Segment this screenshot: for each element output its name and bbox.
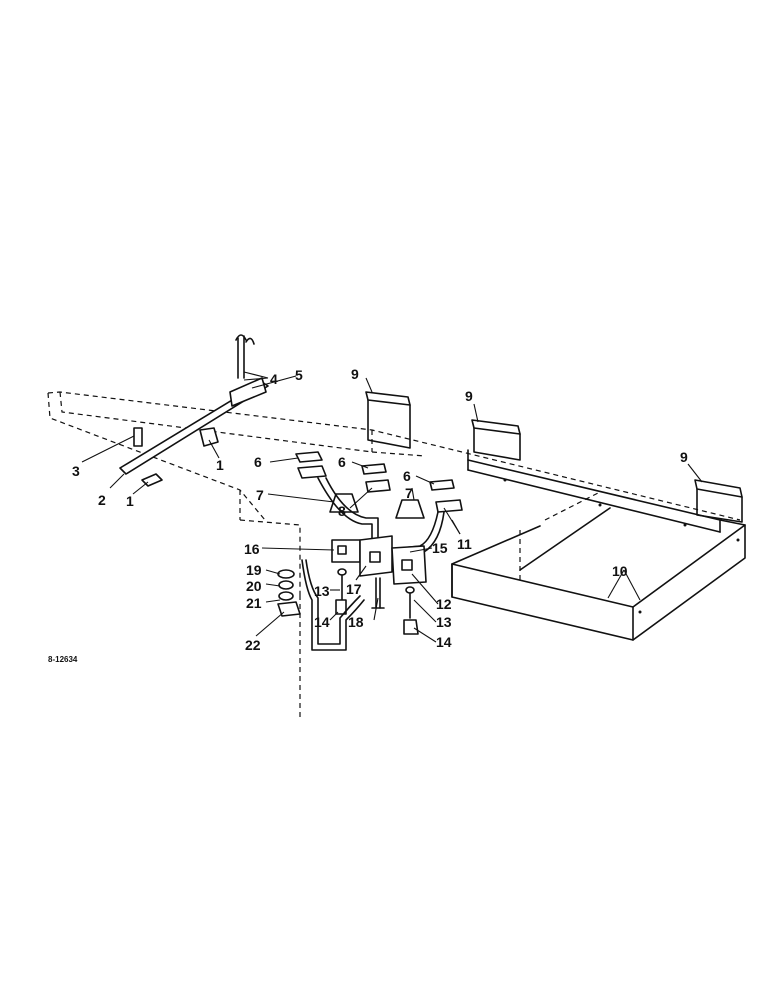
callout-2: 2 (98, 492, 106, 508)
callout-9c: 9 (680, 449, 688, 465)
callout-1b: 1 (216, 457, 224, 473)
drawing-reference-number: 8-12634 (48, 655, 78, 664)
callout-11: 11 (457, 536, 472, 552)
callout-6c: 6 (403, 468, 411, 484)
callout-20: 20 (246, 578, 262, 594)
callout-9a: 9 (351, 366, 359, 382)
brace-bar (119, 334, 269, 487)
callout-18: 18 (348, 614, 364, 630)
callout-17: 17 (346, 581, 362, 597)
callout-21: 21 (246, 595, 262, 611)
callout-7a: 7 (256, 487, 264, 503)
callout-6b: 6 (338, 454, 346, 470)
callout-8: 8 (338, 503, 346, 519)
callout-19: 19 (246, 562, 262, 578)
callout-labels: 4 5 3 2 1 1 9 9 9 6 6 6 7 7 8 11 16 15 1… (48, 366, 688, 664)
callout-22: 22 (245, 637, 261, 653)
callout-1a: 1 (126, 493, 134, 509)
callout-10: 10 (612, 563, 628, 579)
leader-lines (81, 371, 703, 643)
callout-6a: 6 (254, 454, 262, 470)
mounting-plates (331, 535, 427, 609)
callout-14b: 14 (436, 634, 452, 650)
callout-9b: 9 (465, 388, 473, 404)
callout-16: 16 (244, 541, 260, 557)
rear-frame (451, 449, 746, 641)
callout-15: 15 (432, 540, 448, 556)
callout-12: 12 (436, 596, 452, 612)
callout-14a: 14 (314, 614, 330, 630)
callout-3: 3 (72, 463, 80, 479)
callout-7b: 7 (405, 485, 413, 501)
callout-13b: 13 (436, 614, 452, 630)
callout-13a: 13 (314, 583, 330, 599)
callout-4: 4 (270, 371, 278, 387)
callout-5: 5 (295, 367, 303, 383)
seat-brackets (365, 391, 743, 523)
